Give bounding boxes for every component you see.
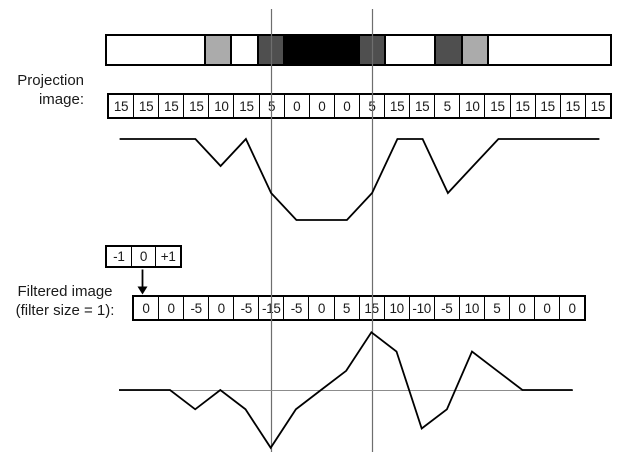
projection-cell: 15 <box>113 98 129 114</box>
filtered-cell: 5 <box>333 297 359 319</box>
projection-label-line1: Projection <box>17 72 84 89</box>
filtered-cell: -5 <box>233 297 258 319</box>
bar-segment-light-gray <box>460 36 487 64</box>
filtered-cell: 0 <box>559 297 584 319</box>
bar-segment-dark-gray <box>357 36 384 64</box>
kernel-cell: +1 <box>155 247 180 266</box>
projection-profile-curve <box>119 137 600 221</box>
filtered-cell: 0 <box>142 300 150 316</box>
projection-cell: 10 <box>459 95 484 117</box>
bar-segment-white <box>486 36 610 64</box>
filtered-cell: -5 <box>433 297 459 319</box>
filtered-cell: 15 <box>358 297 384 319</box>
projection-cell: 5 <box>258 95 284 117</box>
filtered-cell: -10 <box>408 297 434 319</box>
projection-cell: 15 <box>509 95 535 117</box>
projection-cell: 15 <box>233 95 258 117</box>
kernel-apply-arrow-icon <box>137 269 148 295</box>
filtered-cell: 0 <box>508 297 534 319</box>
projection-cell: 15 <box>158 95 183 117</box>
projection-image-label: Projection image: <box>0 71 84 109</box>
projection-cell: 15 <box>584 95 610 117</box>
projection-cell: 15 <box>559 95 585 117</box>
filtered-cell: 0 <box>158 297 183 319</box>
filtered-image-label: Filtered image (filter size = 1): <box>2 282 128 320</box>
bar-segment-white <box>230 36 257 64</box>
filtered-label-line2: (filter size = 1): <box>15 302 115 319</box>
projection-cell: 15 <box>384 95 409 117</box>
bar-segment-white <box>383 36 435 64</box>
filtered-cell: 5 <box>483 297 509 319</box>
filtered-profile-curve <box>119 330 573 450</box>
bar-segment-light-gray <box>204 36 231 64</box>
projection-cell: 15 <box>534 95 560 117</box>
projection-cell: 15 <box>183 95 208 117</box>
kernel-cell: -1 <box>113 249 125 264</box>
projection-label-line2: image: <box>38 91 84 108</box>
filtered-cell: 10 <box>383 297 409 319</box>
projection-cell: 0 <box>308 95 334 117</box>
filtered-cell: 0 <box>208 297 233 319</box>
bar-segment-black <box>282 36 358 64</box>
filtered-cell: 10 <box>458 297 484 319</box>
bar-segment-dark-gray <box>434 36 461 64</box>
grayscale-bar <box>105 34 612 66</box>
bar-segment-dark-gray <box>256 36 283 64</box>
filtered-cell: -5 <box>283 297 308 319</box>
filtered-cell: -15 <box>258 297 283 319</box>
projection-cell: 5 <box>434 95 459 117</box>
kernel-cell: 0 <box>130 247 156 266</box>
bar-segment-white <box>107 36 204 64</box>
filtered-cell: 0 <box>534 297 559 319</box>
projection-cell: 5 <box>358 95 384 117</box>
projection-cell: 15 <box>409 95 434 117</box>
filtered-cell: 0 <box>308 297 333 319</box>
filtered-label-line1: Filtered image <box>17 283 113 300</box>
projection-cell: 15 <box>133 95 158 117</box>
filter-kernel-box: -1 0+1 <box>105 245 182 268</box>
projection-cell: 10 <box>208 95 233 117</box>
projection-cell: 0 <box>283 95 309 117</box>
filtered-cell: -5 <box>183 297 208 319</box>
projection-cell: 0 <box>333 95 359 117</box>
projection-cell: 15 <box>484 95 509 117</box>
